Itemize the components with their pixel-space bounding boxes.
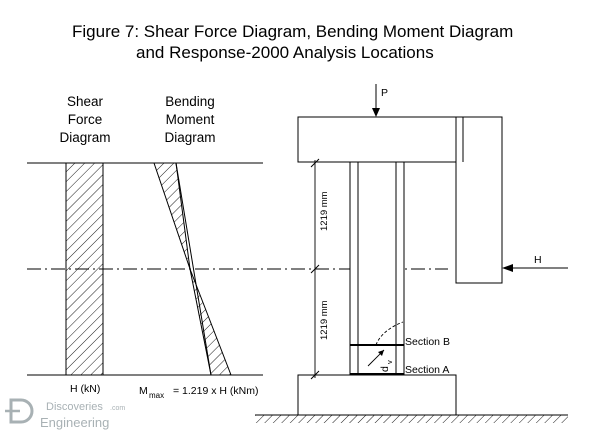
shear-unit-label: H (kN) xyxy=(70,383,100,395)
load-p-label: P xyxy=(381,87,388,99)
section-b-label: Section B xyxy=(405,336,450,348)
dim-tick-mid xyxy=(310,264,320,274)
shear-heading-line2: Force xyxy=(68,112,103,127)
watermark: Discoveries .com Engineering xyxy=(5,398,125,430)
column-outline xyxy=(349,161,405,376)
dim-tick-top xyxy=(310,158,320,168)
dv-symbol: d xyxy=(379,366,391,372)
shear-heading-line1: Shear xyxy=(67,94,104,109)
moment-max-expression: = 1.219 x H (kNm) xyxy=(173,385,258,397)
shear-diagram-heading: Shear Force Diagram xyxy=(59,94,110,145)
figure-title-line2: and Response-2000 Analysis Locations xyxy=(136,43,434,62)
dim-lower-label: 1219 mm xyxy=(319,300,330,340)
moment-axis-line xyxy=(175,162,212,376)
watermark-line2: Engineering xyxy=(40,415,109,430)
moment-heading-line1: Bending xyxy=(165,94,215,109)
watermark-line1-suffix: .com xyxy=(110,405,125,412)
lateral-loading-arm xyxy=(455,116,503,284)
moment-max-subscript: max xyxy=(149,391,164,400)
load-h-arrowhead xyxy=(502,264,513,272)
shear-heading-line3: Diagram xyxy=(59,130,110,145)
dv-label: d v xyxy=(379,360,394,372)
moment-upper-triangle xyxy=(153,162,191,270)
top-loading-block xyxy=(297,116,457,163)
dv-subscript: v xyxy=(385,360,394,364)
footing-block xyxy=(297,374,457,416)
section-a-label: Section A xyxy=(405,364,449,376)
dv-arrowhead xyxy=(378,350,384,356)
watermark-logo-icon xyxy=(9,398,34,424)
moment-max-label: M max = 1.219 x H (kNm) xyxy=(139,385,258,400)
moment-max-symbol: M xyxy=(139,385,148,397)
moment-diagram-heading: Bending Moment Diagram xyxy=(164,94,215,145)
load-h-label: H xyxy=(534,254,542,266)
section-b-leader xyxy=(375,321,404,346)
figure-title-line1: Figure 7: Shear Force Diagram, Bending M… xyxy=(72,22,513,41)
ground-hatch xyxy=(255,415,568,423)
moment-heading-line3: Diagram xyxy=(164,130,215,145)
moment-heading-line2: Moment xyxy=(166,112,215,127)
dim-upper-label: 1219 mm xyxy=(319,191,330,231)
watermark-line1: Discoveries xyxy=(46,401,103,413)
load-p-arrowhead xyxy=(372,108,380,117)
dim-tick-bottom xyxy=(310,370,320,380)
moment-lower-triangle xyxy=(189,268,232,376)
